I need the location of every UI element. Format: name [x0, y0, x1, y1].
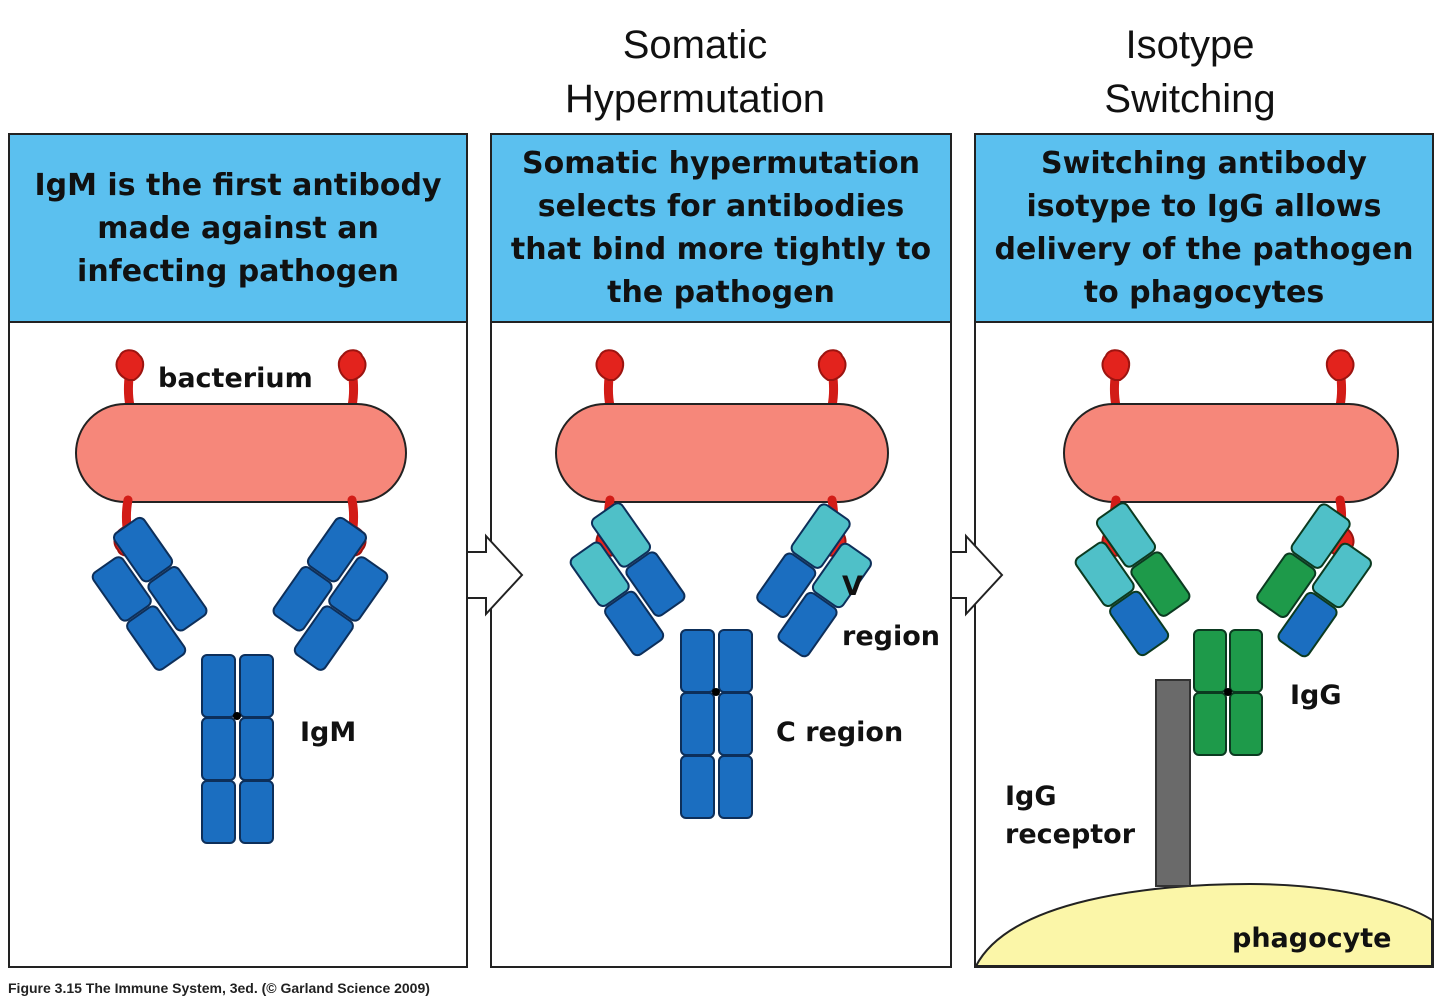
- arrow-2: [952, 533, 1004, 617]
- igg-antibody: [1074, 502, 1372, 756]
- panel-igm-header: IgM is the first antibody made against a…: [10, 135, 466, 323]
- label-bacterium: bacterium: [158, 363, 313, 394]
- igm-antibody: [91, 516, 389, 844]
- column-title-somatic-hypermutation: Somatic Hypermutation: [564, 23, 826, 121]
- column-title-isotype-switching: Isotype Switching: [1104, 23, 1276, 121]
- bacterium-shape-3: [1063, 403, 1399, 503]
- panel-igm: IgM is the first antibody made against a…: [8, 133, 468, 968]
- arrow-1: [468, 533, 524, 617]
- igg-receptor-shape: [1155, 679, 1191, 887]
- phagocyte-shape: [974, 882, 1433, 967]
- mutated-antibody: [569, 502, 872, 819]
- panel-isotype-header: Switching antibody isotype to IgG allows…: [976, 135, 1432, 323]
- label-phagocyte: phagocyte: [1232, 923, 1392, 954]
- panel-somatic-hypermutation: Somatic hypermutation selects for antibo…: [490, 133, 952, 968]
- label-igg: IgG: [1290, 680, 1342, 711]
- label-c-region: C region: [776, 717, 904, 748]
- bacterium-shape-2: [555, 403, 889, 503]
- panel1-artwork: [75, 350, 407, 844]
- bacterium-shape: [75, 403, 407, 503]
- panel2-artwork: [555, 350, 889, 819]
- figure-caption: Figure 3.15 The Immune System, 3ed. (© G…: [8, 980, 430, 996]
- label-igm: IgM: [300, 717, 357, 748]
- panel-somatic-header: Somatic hypermutation selects for antibo…: [492, 135, 950, 323]
- label-igg-receptor: IgG receptor: [1005, 781, 1136, 850]
- panel3-artwork: [974, 350, 1433, 967]
- label-v-region: V region: [842, 571, 940, 652]
